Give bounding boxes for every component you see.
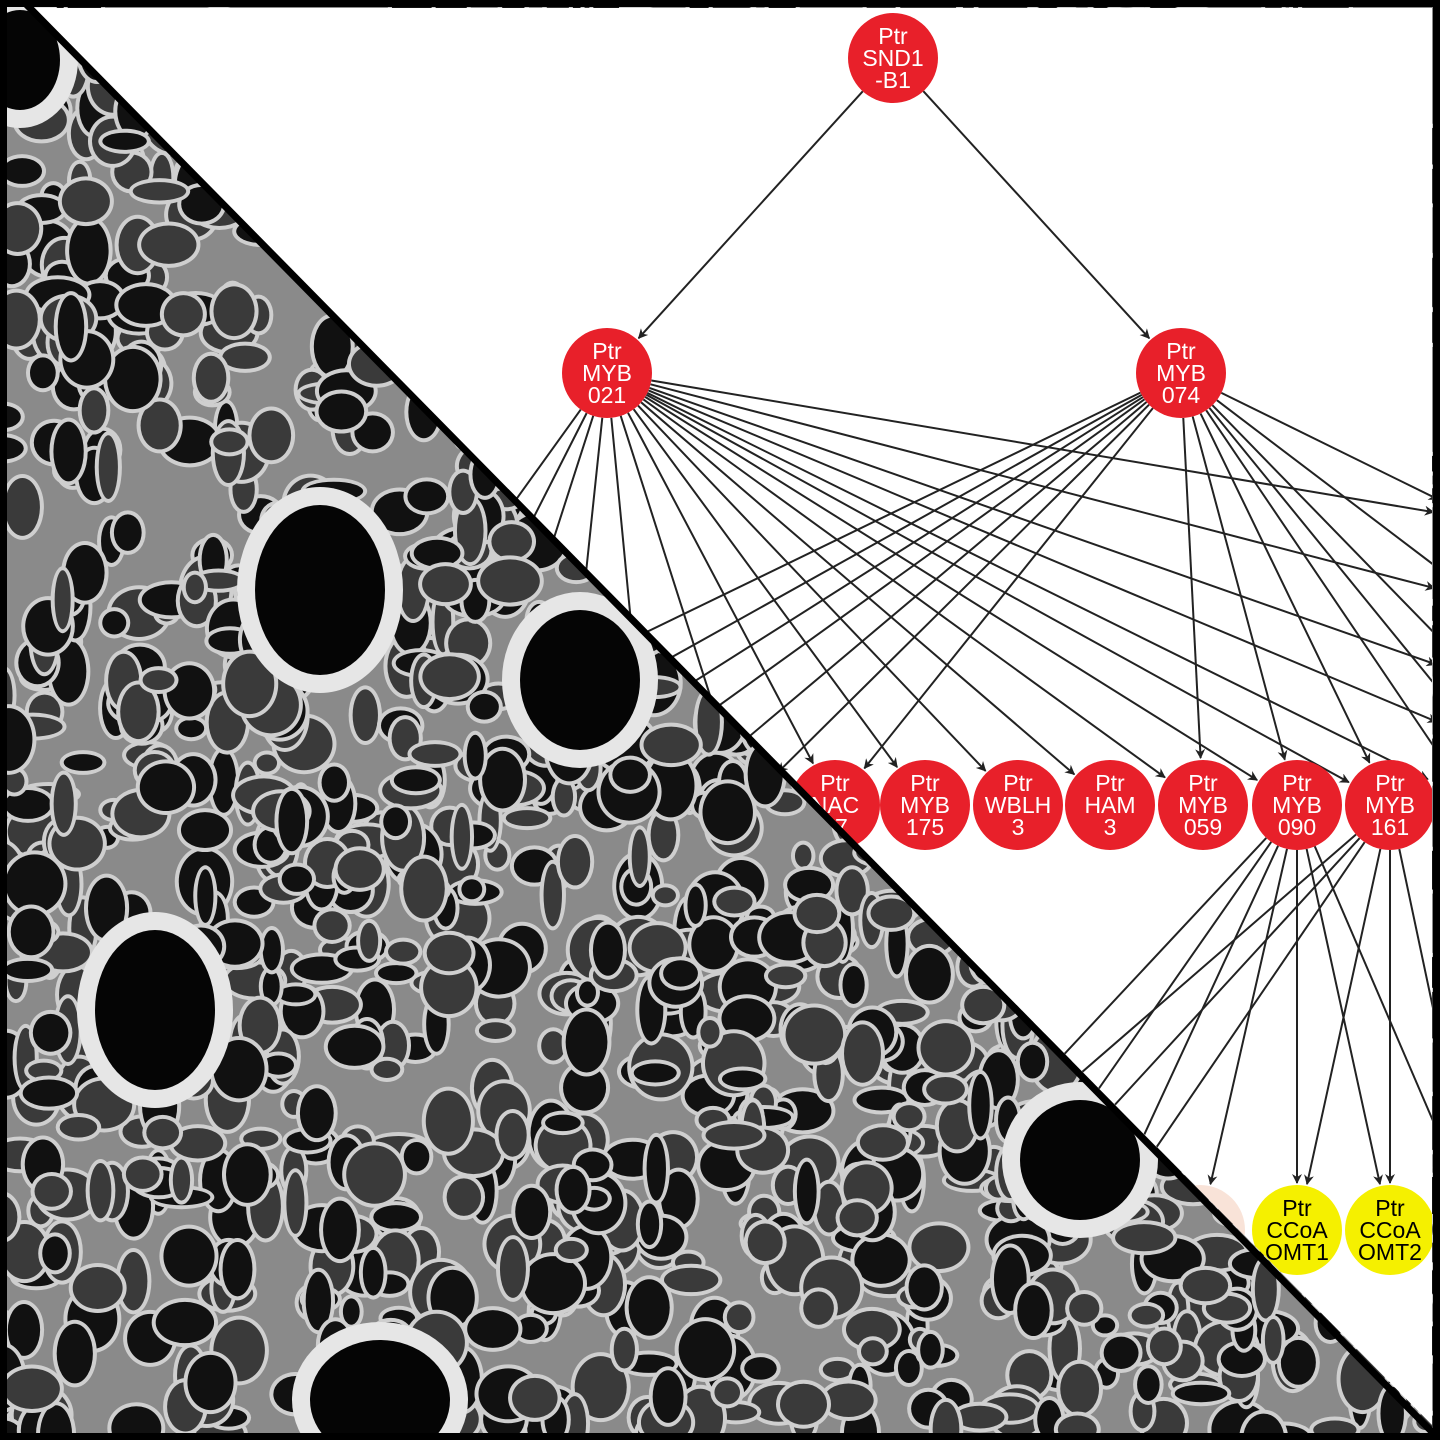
node-label: MYB [900,792,950,818]
node-label: MYB [1156,360,1206,386]
node-label: Ptr [878,23,908,49]
edge-myb021-ham3 [640,401,1076,776]
node-label: Ptr [1095,770,1125,796]
node-label: MYB [1178,792,1228,818]
edge-myb074-nac [863,407,1154,770]
edge-myb021-myb090 [644,396,1259,781]
edge-myb074-myb059 [1182,417,1206,760]
node-circle [880,760,970,850]
node-label: Ptr [910,770,940,796]
edge-myb021-nac [627,412,814,765]
node-label: HAM [1084,792,1135,818]
edge-myb161-offscreen [1125,841,1366,1193]
edge-myb074-offscreen [1216,399,1432,573]
node-circle [973,760,1063,850]
edge-myb074-offscreen [1220,391,1432,501]
node-label: 161 [1371,814,1409,840]
node-label: -B1 [875,67,911,93]
node-label: 090 [1278,814,1316,840]
node-label: SND1 [862,45,923,71]
node-label: CCoA [1359,1217,1421,1243]
edge-myb074-offscreen [1205,409,1432,762]
edge-myb021-myb161 [645,393,1350,784]
node-label: Ptr [820,770,850,796]
node-label: Ptr [1003,770,1033,796]
node-label: Ptr [1188,770,1218,796]
node-label: A [1192,1228,1208,1254]
node-label: Ptr [1166,338,1196,364]
edge-snd1b1-myb074 [922,90,1151,340]
node-circle [1065,760,1155,850]
node-label: MYB [1365,792,1415,818]
node-label: MYB [1272,792,1322,818]
node-circle [1136,328,1226,418]
node-label: 021 [588,382,626,408]
edge-myb021-offscreen [651,379,1432,516]
edge-myb161-offscreen [1398,848,1432,1185]
node-label: Ptr [1375,770,1405,796]
edge-myb090-offscreen [1313,845,1432,1188]
node-circle [1345,760,1432,850]
node-circle [1345,1185,1432,1275]
node-circle [1158,760,1248,850]
node-label: WBLH [985,792,1051,818]
edge-myb021-wblh3 [637,404,987,772]
node-circle [562,328,652,418]
node-circle [848,13,938,103]
edge-myb021-offscreen [326,408,582,763]
node-circle [1252,760,1342,850]
node-label: 3 [1012,814,1025,840]
node-label: 3 [1104,814,1117,840]
edge-myb074-offscreen [777,403,1150,773]
edge-snd1b1-myb021 [637,90,864,339]
node-label: Ptr [1282,1195,1312,1221]
edge-myb021-myb059 [642,398,1166,779]
node-label: CCoA [1266,1217,1328,1243]
node-label: 074 [1162,382,1201,408]
edge-myb090-offscreen [1118,845,1279,1189]
node-label: 175 [906,814,944,840]
node-label: OMT2 [1358,1239,1422,1265]
edge-myb074-offscreen [685,401,1148,791]
diagonal-divider [19,0,1440,1440]
node-label: 059 [1184,814,1222,840]
edge-myb021-offscreen [648,389,1432,723]
edge-myb074-offscreen [1211,404,1432,648]
node-label: MYB [582,360,632,386]
edge-myb074-offscreen [1208,407,1432,705]
edge-myb021-myb175 [632,408,898,768]
node-label: Ptr [592,338,622,364]
edge-myb161-ccoaomt1 [1304,848,1382,1186]
node-circle [1252,1185,1342,1275]
edge-myb021-offscreen [649,386,1432,667]
node-label: OMT1 [1265,1239,1329,1265]
node-label: Ptr [1282,770,1312,796]
edge-myb074-myb161 [1199,413,1371,764]
node-nac[interactable]: PtrNAC27 [790,760,880,850]
node-label: Ptr [1375,1195,1405,1221]
edge-myb021-offscreen [646,392,1429,781]
